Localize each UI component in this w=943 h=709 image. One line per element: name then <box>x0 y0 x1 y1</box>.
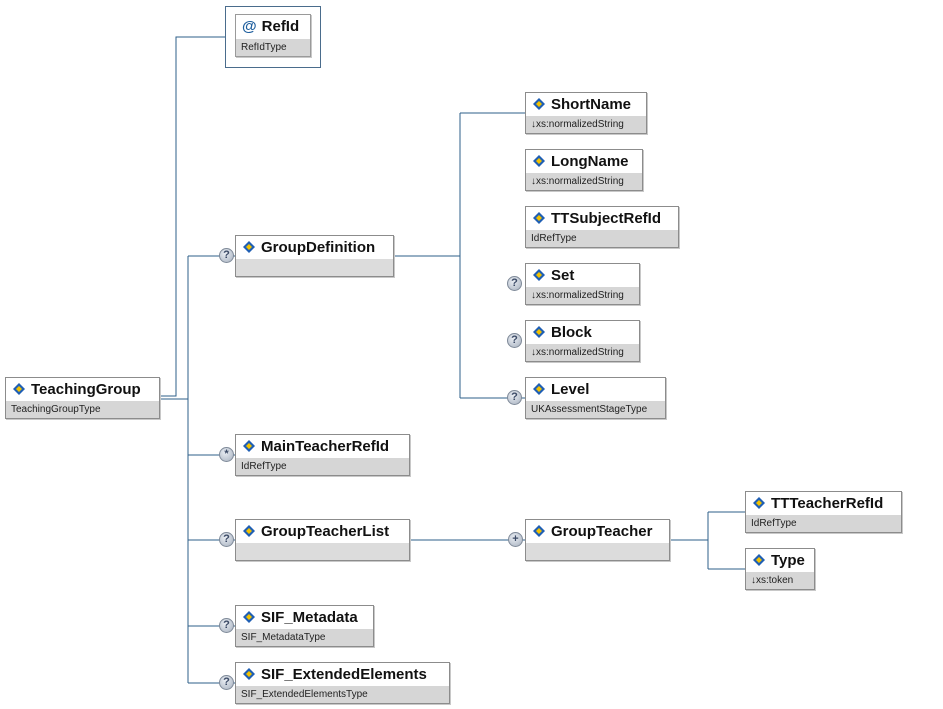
optional-badge: ? <box>219 248 234 263</box>
node-name: MainTeacherRefId <box>261 437 390 455</box>
element-icon <box>243 611 255 623</box>
element-icon <box>13 383 25 395</box>
element-icon <box>533 383 545 395</box>
node-name: Block <box>551 323 592 341</box>
element-icon <box>243 525 255 537</box>
attribute-icon: @ <box>242 17 257 35</box>
node-level[interactable]: Level UKAssessmentStageType <box>525 377 666 419</box>
node-type: IdRefType <box>746 515 901 532</box>
node-name: GroupDefinition <box>261 238 376 256</box>
element-icon <box>533 269 545 281</box>
element-icon <box>243 241 255 253</box>
optional-badge: ? <box>219 675 234 690</box>
optional-badge: ? <box>219 532 234 547</box>
node-name: SIF_Metadata <box>261 608 358 626</box>
node-longname[interactable]: LongName ↓xs:normalizedString <box>525 149 643 191</box>
node-ttteacherrefid[interactable]: TTTeacherRefId IdRefType <box>745 491 902 533</box>
optional-badge: ? <box>507 333 522 348</box>
node-name: TeachingGroup <box>31 380 141 398</box>
node-groupteacher[interactable]: GroupTeacher <box>525 519 670 561</box>
zero-or-more-badge: * <box>219 447 234 462</box>
node-type <box>236 259 393 276</box>
node-name: ShortName <box>551 95 632 113</box>
node-name: GroupTeacher <box>551 522 653 540</box>
node-groupteacherlist[interactable]: GroupTeacherList <box>235 519 410 561</box>
element-icon <box>753 554 765 566</box>
node-type: UKAssessmentStageType <box>526 401 665 418</box>
element-icon <box>533 525 545 537</box>
node-name: Level <box>551 380 590 398</box>
node-type: SIF_ExtendedElementsType <box>236 686 449 703</box>
node-name: Type <box>771 551 805 569</box>
node-type: ↓xs:normalizedString <box>526 344 639 361</box>
element-icon <box>753 497 765 509</box>
node-groupdefinition[interactable]: GroupDefinition <box>235 235 394 277</box>
one-or-more-badge: + <box>508 532 523 547</box>
node-type: RefIdType <box>236 39 310 56</box>
optional-badge: ? <box>507 276 522 291</box>
node-type: TeachingGroupType <box>6 401 159 418</box>
node-refid[interactable]: @RefId RefIdType <box>235 14 311 57</box>
node-type: IdRefType <box>526 230 678 247</box>
node-name: TTSubjectRefId <box>551 209 662 227</box>
node-type: ↓xs:normalizedString <box>526 116 646 133</box>
element-icon <box>243 440 255 452</box>
node-type <box>236 543 409 560</box>
node-set[interactable]: Set ↓xs:normalizedString <box>525 263 640 305</box>
node-type <box>526 543 669 560</box>
node-name: LongName <box>551 152 629 170</box>
node-type: ↓xs:normalizedString <box>526 173 642 190</box>
connector-root-refid <box>160 36 226 397</box>
node-sifmetadata[interactable]: SIF_Metadata SIF_MetadataType <box>235 605 374 647</box>
node-shortname[interactable]: ShortName ↓xs:normalizedString <box>525 92 647 134</box>
node-type: ↓xs:normalizedString <box>526 287 639 304</box>
node-name: RefId <box>261 17 300 35</box>
node-block[interactable]: Block ↓xs:normalizedString <box>525 320 640 362</box>
node-name: Set <box>551 266 575 284</box>
node-name: TTTeacherRefId <box>771 494 884 512</box>
element-icon <box>533 98 545 110</box>
node-name: SIF_ExtendedElements <box>261 665 427 683</box>
node-sifextendedelements[interactable]: SIF_ExtendedElements SIF_ExtendedElement… <box>235 662 450 704</box>
node-type: ↓xs:token <box>746 572 814 589</box>
element-icon <box>533 212 545 224</box>
node-type: IdRefType <box>236 458 409 475</box>
node-mainteacherrefid[interactable]: MainTeacherRefId IdRefType <box>235 434 410 476</box>
element-icon <box>533 326 545 338</box>
optional-badge: ? <box>219 618 234 633</box>
node-ttsubjectrefid[interactable]: TTSubjectRefId IdRefType <box>525 206 679 248</box>
element-icon <box>243 668 255 680</box>
optional-badge: ? <box>507 390 522 405</box>
node-name: GroupTeacherList <box>261 522 390 540</box>
node-teachinggroup[interactable]: TeachingGroup TeachingGroupType <box>5 377 160 419</box>
element-icon <box>533 155 545 167</box>
node-type-element[interactable]: Type ↓xs:token <box>745 548 815 590</box>
node-type: SIF_MetadataType <box>236 629 373 646</box>
attributes-box: @RefId RefIdType <box>225 6 321 68</box>
